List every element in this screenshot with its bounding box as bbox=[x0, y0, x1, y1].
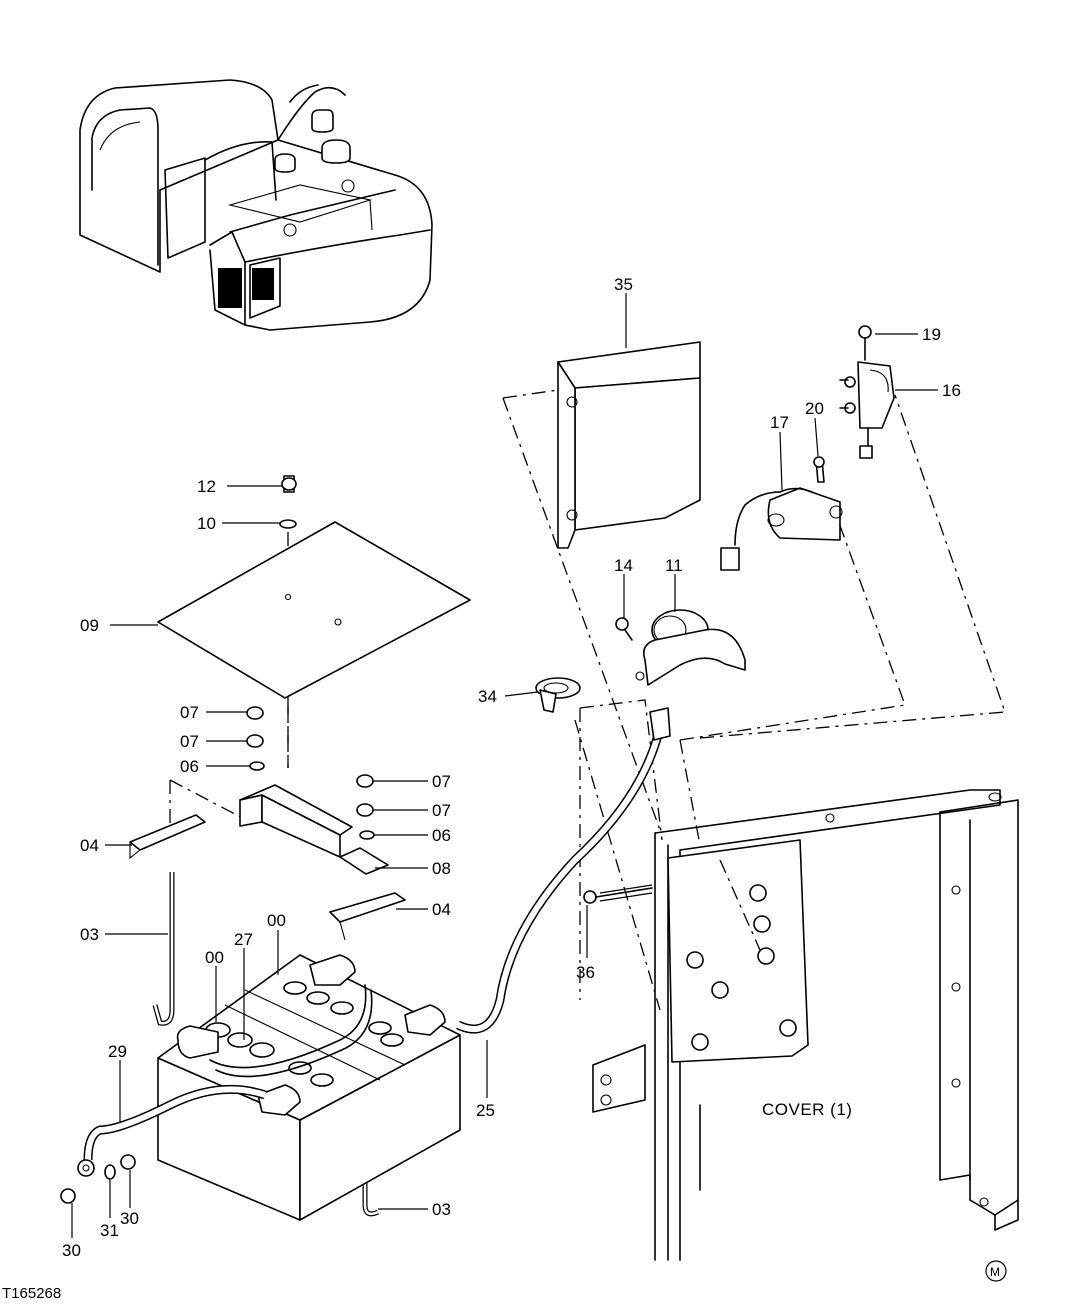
callout-09: 09 bbox=[80, 616, 99, 635]
callout-03-a: 03 bbox=[80, 925, 99, 944]
callout-00-a: 00 bbox=[267, 911, 286, 930]
callout-17: 17 bbox=[770, 413, 789, 432]
cable-25 bbox=[456, 707, 671, 1034]
battery-cover-plate-09 bbox=[157, 475, 471, 699]
callout-27: 27 bbox=[234, 930, 253, 949]
callout-06-a: 06 bbox=[180, 757, 199, 776]
clamp-34 bbox=[535, 677, 581, 713]
callout-06-b: 06 bbox=[432, 826, 451, 845]
frame-cover bbox=[583, 789, 1019, 1261]
mark-letter: M bbox=[990, 1265, 1000, 1279]
hold-down-hardware bbox=[129, 706, 406, 941]
callout-36: 36 bbox=[576, 963, 595, 982]
callout-35: 35 bbox=[614, 275, 633, 294]
callout-29: 29 bbox=[108, 1042, 127, 1061]
callout-14: 14 bbox=[614, 556, 633, 575]
callout-leaders bbox=[71, 293, 938, 1238]
callout-07-c: 07 bbox=[432, 772, 451, 791]
cover-note: COVER (1) bbox=[762, 1100, 852, 1119]
callout-10: 10 bbox=[197, 514, 216, 533]
callout-30-b: 30 bbox=[120, 1209, 139, 1228]
callout-07-d: 07 bbox=[432, 801, 451, 820]
callout-19: 19 bbox=[922, 325, 941, 344]
callout-04-b: 04 bbox=[80, 836, 99, 855]
callout-34: 34 bbox=[478, 687, 497, 706]
callout-31: 31 bbox=[100, 1221, 119, 1240]
relay-16 bbox=[839, 325, 895, 459]
callout-25: 25 bbox=[476, 1101, 495, 1120]
excavator-overview bbox=[79, 79, 433, 331]
cable-29 bbox=[60, 1084, 267, 1204]
callout-07-a: 07 bbox=[180, 703, 199, 722]
battery-cover-bracket bbox=[557, 341, 701, 549]
callout-11: 11 bbox=[665, 556, 683, 575]
callout-30-a: 30 bbox=[62, 1241, 81, 1260]
hook-rods-03 bbox=[152, 872, 380, 1217]
battery-switch-11 bbox=[615, 609, 746, 686]
callout-00-b: 00 bbox=[205, 948, 224, 967]
callout-07-b: 07 bbox=[180, 732, 199, 751]
callout-20: 20 bbox=[805, 399, 824, 418]
callout-12: 12 bbox=[197, 477, 216, 496]
figure-id: T165268 bbox=[2, 1285, 61, 1302]
battery bbox=[157, 954, 461, 1221]
revision-mark-icon: M bbox=[985, 1260, 1007, 1282]
callout-labels: 35 19 16 17 20 12 10 09 14 11 34 07 07 0… bbox=[62, 275, 961, 1260]
callout-08: 08 bbox=[432, 859, 451, 878]
callout-03-b: 03 bbox=[432, 1200, 451, 1219]
component-17 bbox=[720, 456, 843, 571]
callout-04-a: 04 bbox=[432, 900, 451, 919]
callout-16: 16 bbox=[942, 381, 961, 400]
